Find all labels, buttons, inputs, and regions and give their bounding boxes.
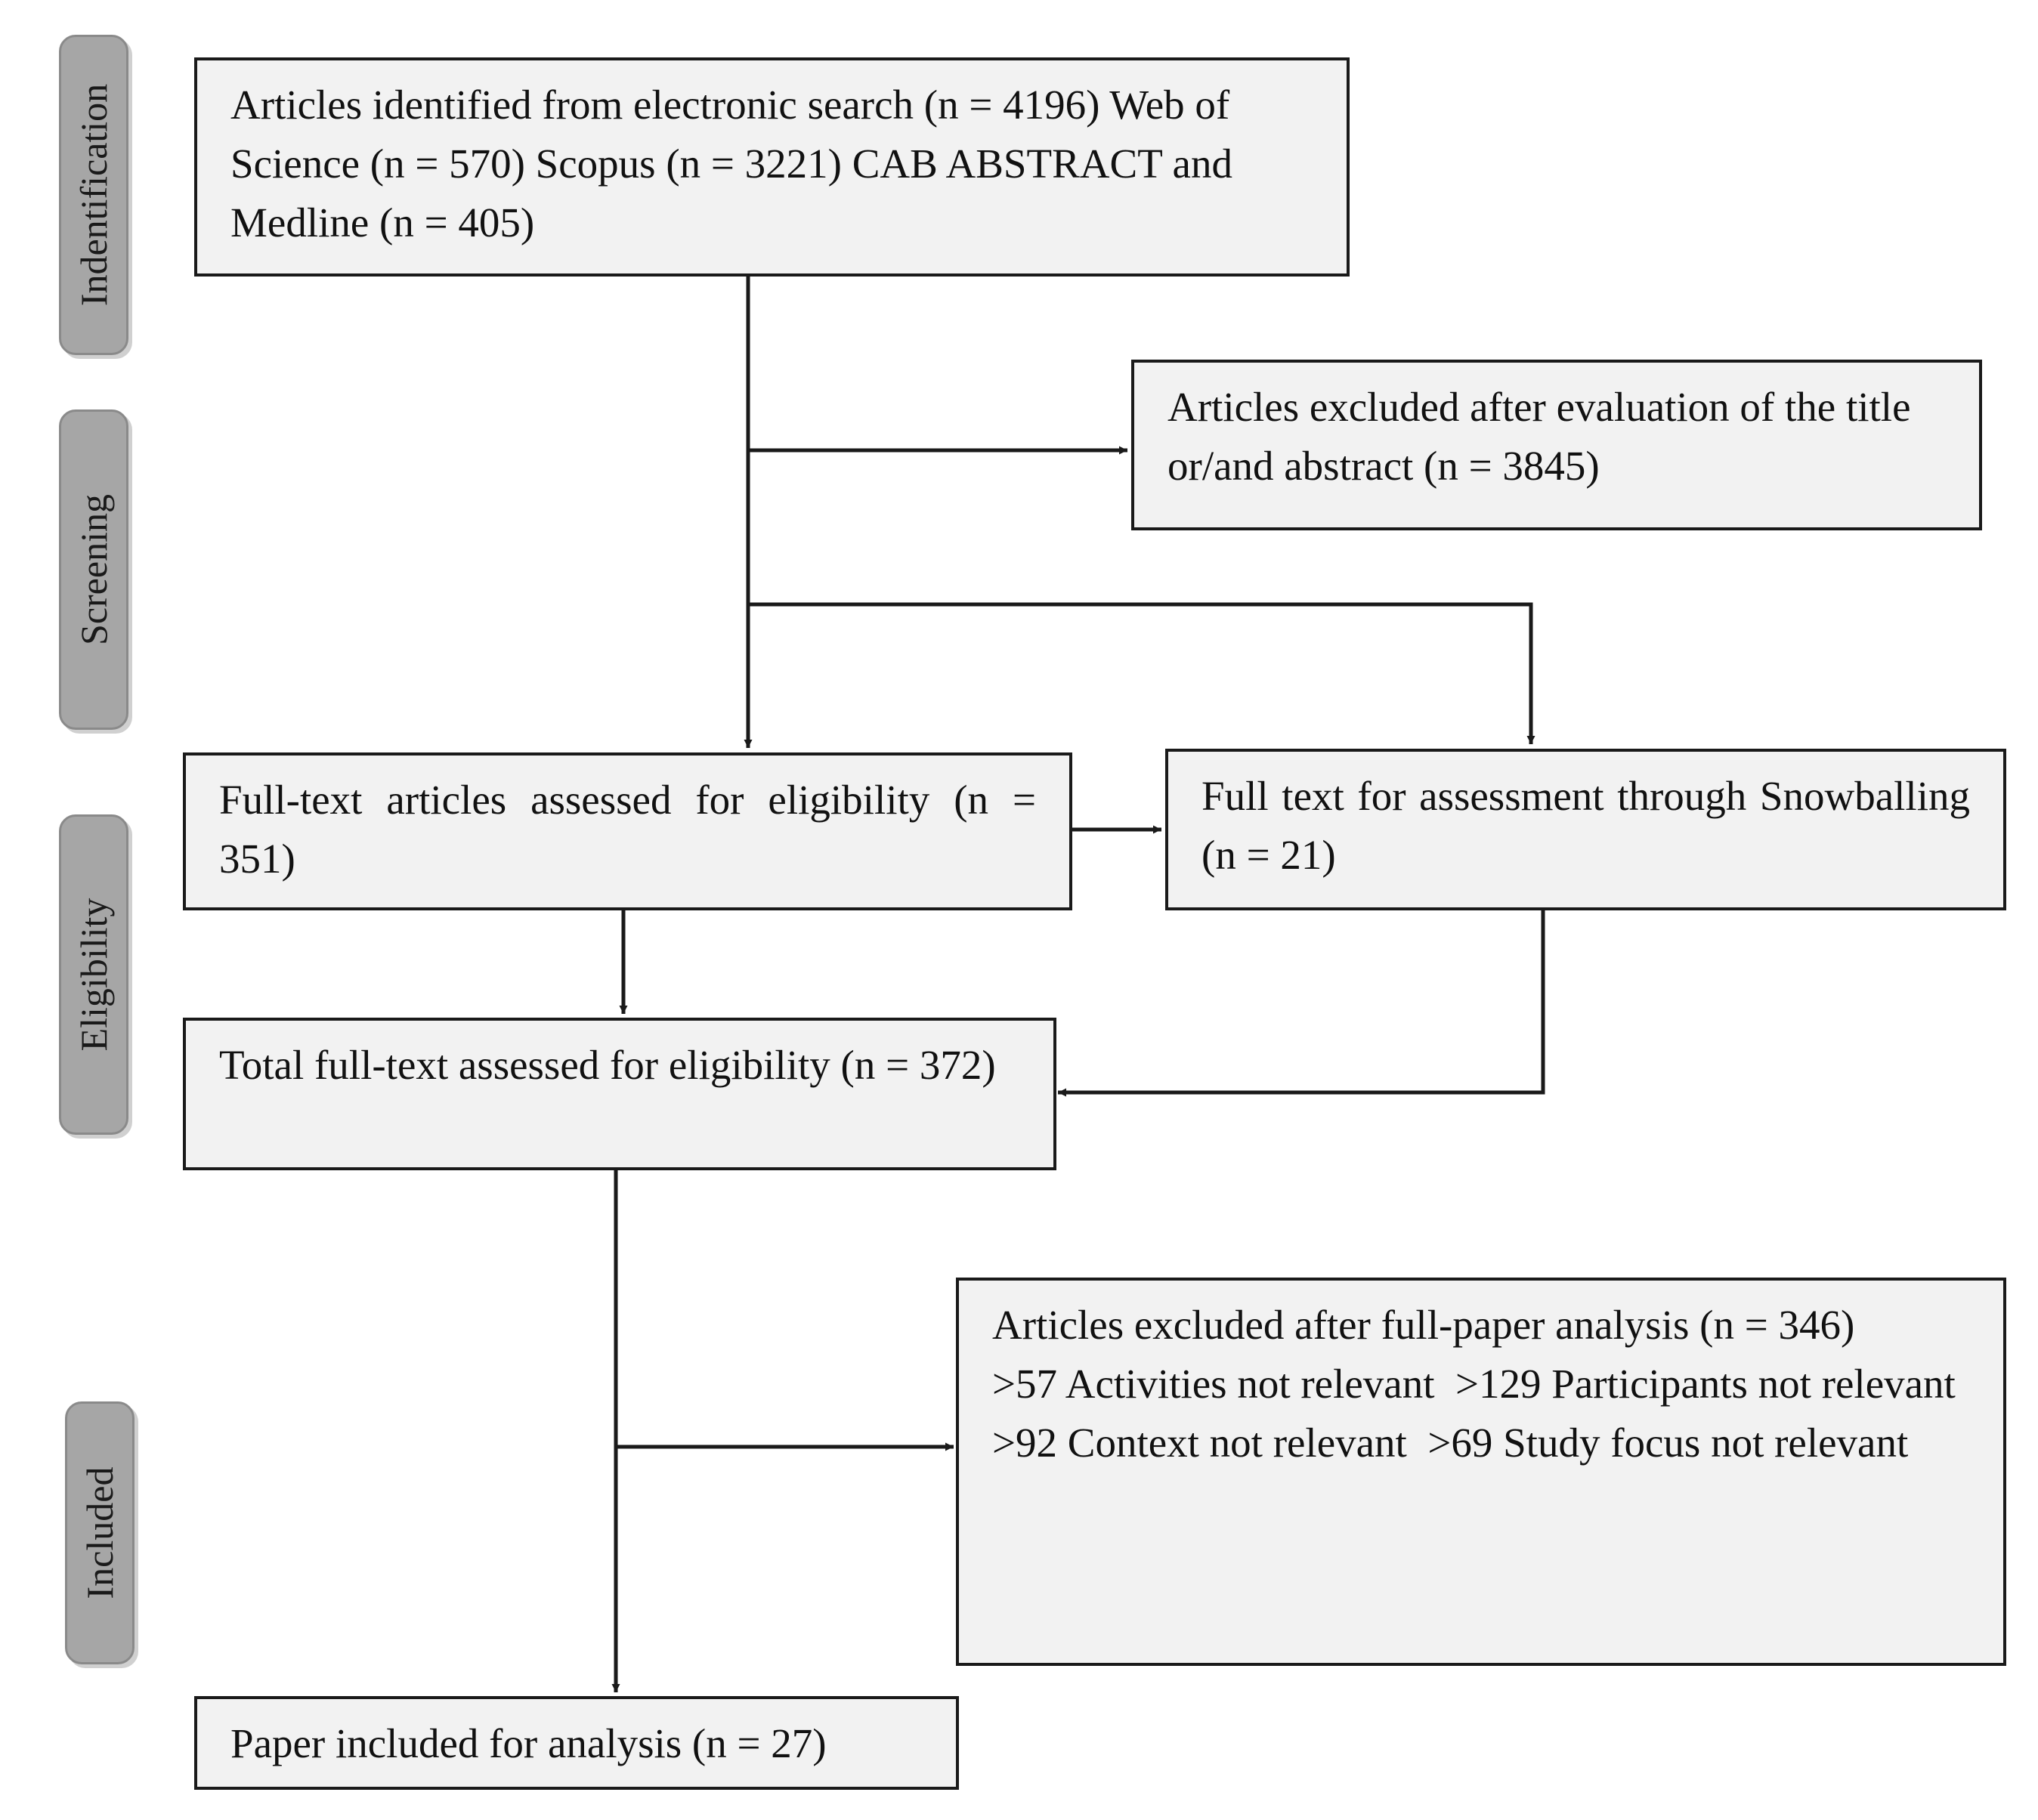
phase-screening: Screening	[59, 409, 128, 730]
total-assessed-text: Total full-text assessed for eligibility…	[219, 1042, 996, 1088]
identified-text: Articles identified from electronic sear…	[230, 82, 1232, 246]
excluded-full-box: Articles excluded after full-paper analy…	[956, 1278, 2006, 1666]
arrow-to-snowballing	[748, 602, 1535, 744]
snowballing-box: Full text for assessment through Snowbal…	[1165, 749, 2006, 910]
full-text-assessed-box: Full-text articles assessed for eligibil…	[183, 752, 1072, 910]
phase-screening-label: Screening	[73, 494, 115, 645]
full-text-assessed-text: Full-text articles assessed for eligibil…	[219, 777, 1036, 882]
excluded-full-reasons-2: >92 Context not relevant >69 Study focus…	[992, 1420, 1909, 1466]
excluded-full-heading: Articles excluded after full-paper analy…	[992, 1302, 1855, 1348]
arrow-snowballing-to-total	[1058, 910, 1545, 1097]
phase-eligibility-label: Eligibility	[73, 898, 115, 1052]
included-box: Paper included for analysis (n = 27)	[194, 1696, 959, 1790]
total-assessed-box: Total full-text assessed for eligibility…	[183, 1018, 1056, 1170]
excluded-full-reasons-1: >57 Activities not relevant >129 Partici…	[992, 1361, 1956, 1407]
phase-identification-label: Indentification	[73, 83, 115, 307]
phase-included-label: Included	[79, 1466, 121, 1599]
identified-box: Articles identified from electronic sear…	[194, 57, 1350, 277]
phase-eligibility: Eligibility	[59, 814, 128, 1135]
snowballing-text: Full text for assessment through Snowbal…	[1201, 773, 1970, 878]
excluded-title-text: Articles excluded after evaluation of th…	[1167, 384, 1911, 489]
excluded-title-box: Articles excluded after evaluation of th…	[1131, 360, 1982, 530]
included-text: Paper included for analysis (n = 27)	[230, 1720, 827, 1766]
phase-identification: Indentification	[59, 35, 128, 355]
phase-included: Included	[65, 1401, 135, 1664]
